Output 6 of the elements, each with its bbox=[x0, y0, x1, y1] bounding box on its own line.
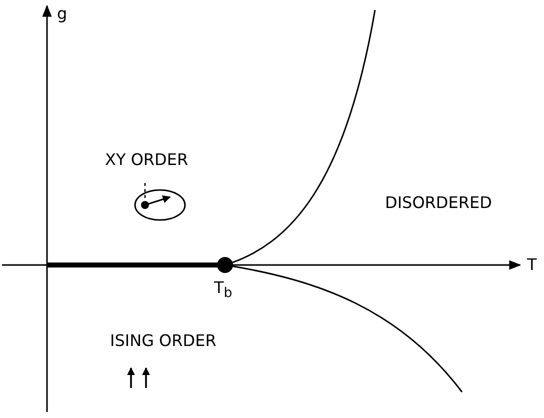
region-label: DISORDERED bbox=[385, 195, 492, 211]
axis-label: T bbox=[527, 257, 537, 273]
region-label: ISING ORDER bbox=[110, 333, 216, 349]
axis-label: g bbox=[57, 6, 68, 22]
point-label: T$_{b}$ bbox=[214, 280, 232, 301]
region-label: XY ORDER bbox=[105, 152, 188, 168]
